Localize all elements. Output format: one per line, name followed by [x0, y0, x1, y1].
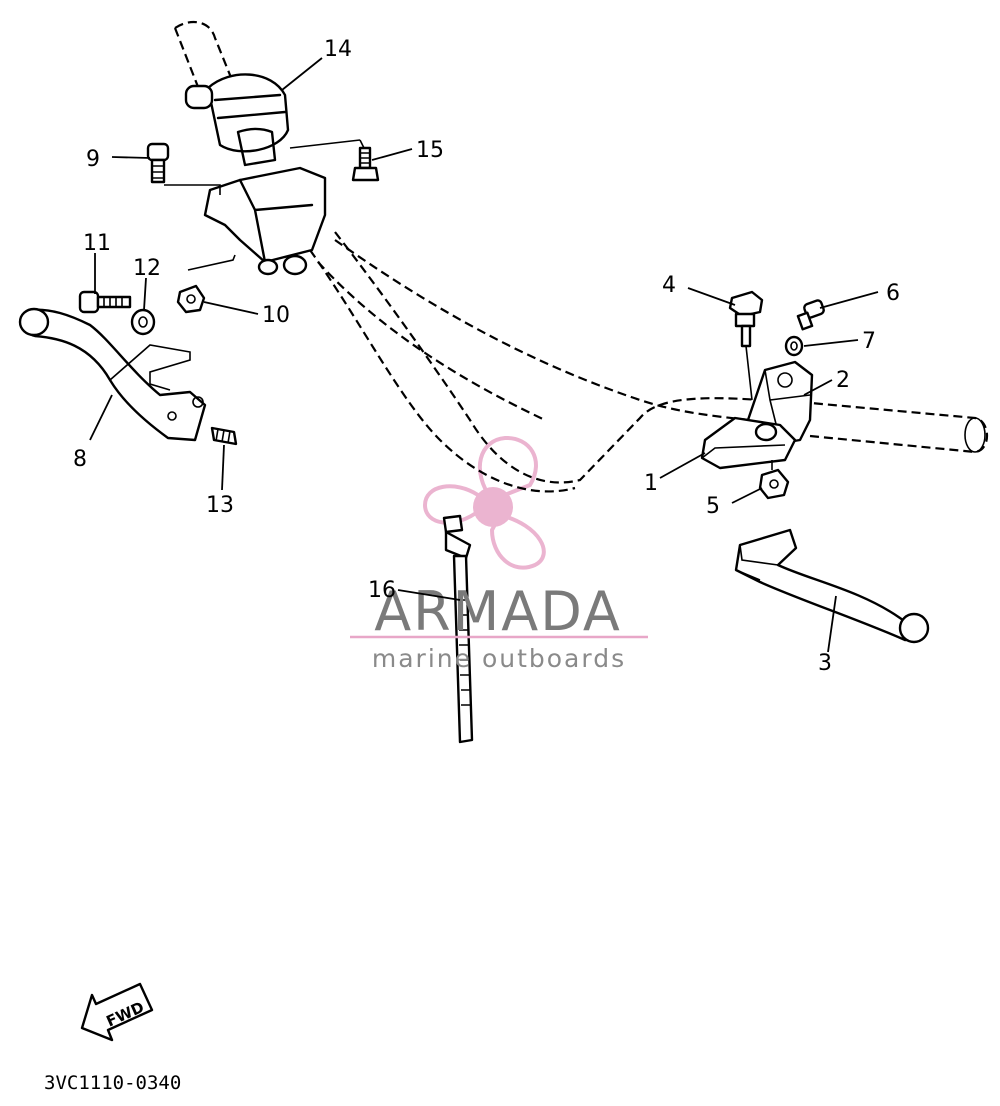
adjust-screw-13 — [210, 426, 238, 446]
callout-4: 4 — [662, 273, 676, 298]
left-lever-holder — [164, 139, 366, 276]
callout-1: 1 — [644, 471, 658, 496]
armada-watermark: ARMADA marine outboards — [350, 580, 648, 673]
screw-15 — [351, 146, 380, 182]
leader-lines — [89, 57, 879, 653]
bolt-11 — [78, 290, 132, 314]
callout-5: 5 — [706, 494, 720, 519]
pivot-bolt-9 — [146, 142, 170, 184]
callout-7: 7 — [862, 329, 876, 354]
callout-13: 13 — [206, 493, 234, 518]
watermark-brand: ARMADA — [374, 580, 622, 643]
drawing-code: 3VC1110-0340 — [44, 1072, 181, 1094]
screw-6 — [796, 299, 825, 331]
watermark-tagline: marine outboards — [372, 644, 626, 673]
callout-10: 10 — [262, 303, 290, 328]
callout-14: 14 — [324, 37, 352, 62]
brake-lever-3 — [734, 528, 930, 644]
callout-9: 9 — [86, 147, 100, 172]
callout-numbers: 14 9 15 11 12 10 8 13 4 6 7 2 1 5 3 16 — [73, 37, 900, 676]
clutch-lever-8 — [18, 307, 207, 442]
callout-11: 11 — [83, 231, 111, 256]
callout-6: 6 — [886, 281, 900, 306]
washer-12 — [130, 308, 156, 336]
callout-3: 3 — [818, 651, 832, 676]
nut-5 — [758, 460, 790, 500]
armada-propeller-logo — [422, 435, 546, 570]
bolt-4 — [728, 290, 764, 401]
callout-2: 2 — [836, 368, 850, 393]
throttle-housing — [184, 73, 290, 167]
fwd-arrow: FWD — [80, 982, 154, 1042]
callout-15: 15 — [416, 138, 444, 163]
callout-12: 12 — [133, 256, 161, 281]
handlebar-outline — [173, 20, 989, 493]
bracket-1 — [700, 416, 797, 470]
callout-16: 16 — [368, 578, 396, 603]
cable-tie-16 — [442, 514, 474, 744]
nut-7 — [784, 335, 804, 357]
callout-8: 8 — [73, 447, 87, 472]
nut-10 — [176, 284, 206, 314]
